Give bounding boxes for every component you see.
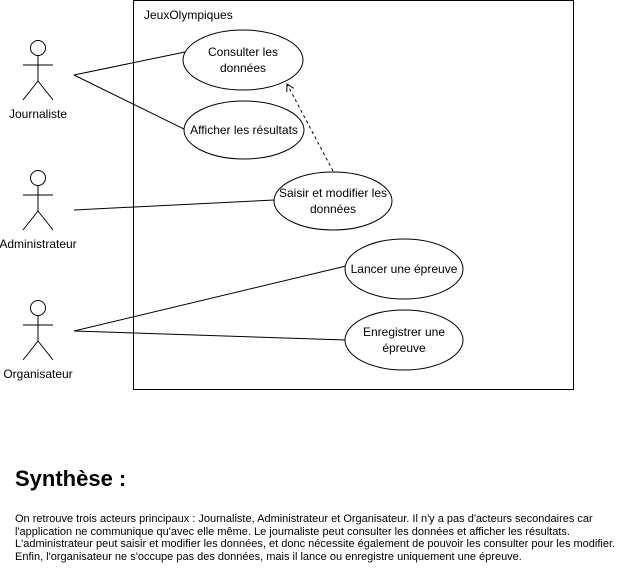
use-case-consulter: Consulter les données <box>182 29 304 91</box>
actor-organisateur: Organisateur <box>3 300 73 381</box>
actor-right-leg <box>37 80 54 101</box>
actor-left-leg <box>22 210 39 231</box>
actor-left-leg <box>22 80 39 101</box>
actor-right-leg <box>37 340 54 361</box>
actor-head <box>30 300 46 316</box>
association-journaliste-afficher <box>73 74 187 131</box>
synthese-text: On retrouve trois acteurs principaux : J… <box>15 513 616 563</box>
system-name: JeuxOlympiques <box>144 8 233 22</box>
use-case-label: épreuve <box>382 341 426 355</box>
actor-head <box>30 170 46 186</box>
association-organisateur-lancer <box>73 265 347 332</box>
synthese-title: Synthèse : <box>15 466 127 491</box>
use-case-ellipse <box>183 100 305 160</box>
use-case-ellipse <box>344 238 464 300</box>
actor-administrateur: Administrateur <box>0 170 77 251</box>
actor-journaliste: Journaliste <box>9 40 67 121</box>
association-organisateur-enregistrer <box>73 330 347 341</box>
use-case-label: Enregistrer une <box>363 325 445 339</box>
use-case-label: données <box>220 61 266 75</box>
use-case-saisir: Saisir et modifier les données <box>273 171 393 231</box>
dependency-saisir-consulter <box>286 83 334 172</box>
association-administrateur-saisir <box>73 199 275 211</box>
use-case-afficher: Afficher les résultats <box>183 100 305 160</box>
use-case-enregistrer: Enregistrer une épreuve <box>344 309 464 371</box>
actor-name: Administrateur <box>0 237 77 251</box>
use-case-label: Lancer une épreuve <box>351 262 458 276</box>
use-case-ellipse <box>273 171 393 231</box>
actor-right-leg <box>37 210 54 231</box>
association-journaliste-consulter <box>73 51 186 76</box>
use-case-label: Saisir et modifier les <box>279 186 387 200</box>
use-case-label: données <box>310 202 356 216</box>
actor-name: Organisateur <box>3 367 72 381</box>
use-case-diagram: JeuxOlympiques JournalisteAdministrateur… <box>0 0 574 390</box>
actor-left-leg <box>22 340 39 361</box>
actor-head <box>30 40 46 56</box>
use-case-lancer: Lancer une épreuve <box>344 238 464 300</box>
use-case-ellipse <box>344 309 464 371</box>
actor-name: Journaliste <box>9 107 67 121</box>
associations <box>73 51 347 341</box>
use-case-label: Consulter les <box>208 45 278 59</box>
use-case-ellipse <box>182 29 304 91</box>
use-case-label: Afficher les résultats <box>190 123 298 137</box>
